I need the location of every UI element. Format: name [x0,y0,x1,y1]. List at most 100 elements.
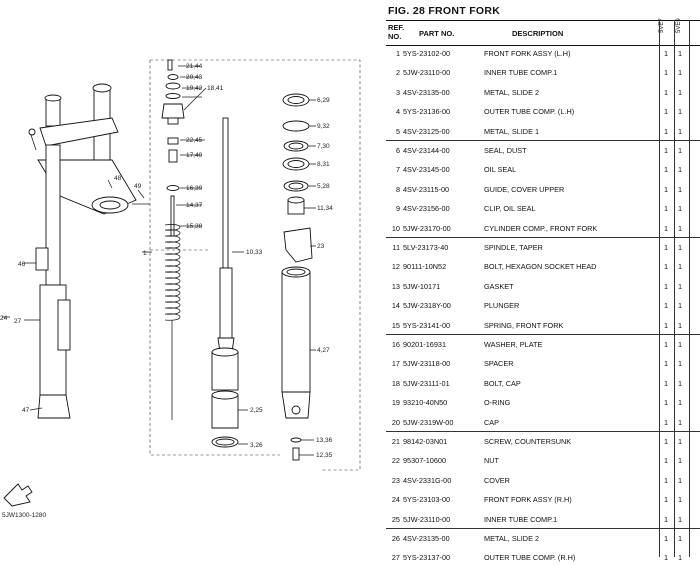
qty-cell-model-2: 1 [678,553,683,563]
qty-cell-model-1: 1 [664,107,669,117]
qty-cell-model-1: 1 [664,262,669,272]
qty-cell-model-1: 1 [664,378,669,388]
part-no-cell: 5JW-23110-00 [403,514,451,524]
ref-no-cell: 26 [391,534,400,543]
callout-label: 46 [18,261,26,268]
part-no-cell: 5JW-23111-01 [403,378,450,388]
callout-label: 9,32 [317,123,330,130]
qty-cell-model-1: 1 [664,495,669,505]
callout-label: 22,45 [186,137,203,144]
parts-list: FIG. 28 FRONT FORK REF. NO. PART NO. DES… [386,0,700,562]
qty-cell-model-2: 1 [678,184,683,194]
description-cell: CLIP, OIL SEAL [484,204,536,214]
qty-cell-model-1: 1 [664,204,669,214]
description-cell: SEAL, DUST [484,146,527,155]
qty-cell-model-1: 1 [664,456,669,466]
part-no-cell: 4SV-23145-00 [403,165,450,175]
ref-no-cell: 9 [395,204,400,214]
callout-label: 13,36 [316,437,333,444]
qty-cell-model-1: 1 [664,475,669,485]
ref-no-cell: 1 [395,49,400,58]
ref-no-cell: 22 [391,456,400,466]
description-cell: OUTER TUBE COMP. (L.H) [484,107,575,117]
qty-cell-model-2: 1 [678,359,683,369]
callout-label: 4,27 [317,347,330,354]
callout-label: 2,25 [250,407,263,414]
description-cell: SPACER [484,359,514,369]
qty-cell-model-1: 1 [664,184,669,194]
part-no-cell: 5JW-10171 [403,281,441,291]
outer-tube-parts-drawing [281,93,316,461]
part-no-cell: 4SV-23135-00 [403,87,450,97]
callout-label: 1 [143,250,147,257]
header-description: DESCRIPTION [512,29,564,38]
front-arrow-icon [3,483,33,507]
ref-no-cell: 19 [391,398,400,408]
part-no-cell: 4SV-23115-00 [403,184,450,194]
qty-cell-model-1: 1 [664,359,669,369]
qty-cell-model-1: 1 [664,243,669,252]
qty-cell-model-1: 1 [664,320,669,330]
ref-no-cell: 15 [391,320,400,330]
damper-parts-drawing [142,59,248,448]
ref-no-cell: 17 [391,359,400,369]
qty-cell-model-1: 1 [664,146,669,155]
qty-cell-model-2: 1 [678,301,683,311]
callout-label: 20,43 [186,74,203,81]
figure-title: FIG. 28 FRONT FORK [388,5,501,17]
qty-cell-model-1: 1 [664,68,669,78]
ref-no-cell: 11 [392,243,400,252]
qty-cell-model-1: 1 [664,301,669,311]
description-cell: COVER [484,475,510,485]
qty-cell-model-2: 1 [678,243,683,252]
callout-label: 17,40 [186,152,203,159]
part-no-cell: 4SV-23135-00 [403,534,450,543]
description-cell: OUTER TUBE COMP. (R.H) [484,553,576,563]
ref-no-cell: 16 [391,340,400,349]
part-no-cell: 95307-10600 [403,456,447,466]
description-cell: FRONT FORK ASSY (R.H) [484,495,572,505]
part-no-cell: 4SV-23125-00 [403,126,450,136]
qty-cell-model-1: 1 [664,398,669,408]
ref-no-cell: 2 [395,68,400,78]
callout-label: 6,29 [317,97,330,104]
qty-cell-model-2: 1 [678,146,683,155]
group-separator [386,237,700,238]
callout-label: 48 [114,175,122,182]
exploded-diagram: 21,44 20,43 19,42 18,41 22,45 17,40 16,3… [0,59,361,519]
callout-label: 24 [0,315,8,322]
callout-label: 18,41 [207,85,224,92]
part-no-cell: 5JW-2318Y-00 [403,301,451,311]
ref-no-cell: 14 [391,301,400,311]
callout-label: 21,44 [186,63,203,70]
ref-no-cell: 18 [391,378,400,388]
callout-label: 11,34 [317,205,333,212]
ref-no-cell: 20 [391,417,400,427]
callout-label: 8,31 [317,161,330,168]
qty-cell-model-2: 1 [678,378,683,388]
qty-cell-model-1: 1 [664,534,669,543]
qty-cell-model-2: 1 [678,87,683,97]
description-cell: SPINDLE, TAPER [484,243,543,252]
part-no-cell: 5JW-23110-00 [403,68,451,78]
part-no-cell: 93210-40N50 [403,398,448,408]
part-no-cell: 5YS-23137-00 [403,553,451,563]
part-no-cell: 5LV-23173-40 [403,243,449,252]
description-cell: CYLINDER COMP., FRONT FORK [484,223,598,233]
description-cell: FRONT FORK ASSY (L.H) [484,49,571,58]
qty-cell-model-2: 1 [678,475,683,485]
description-cell: SCREW, COUNTERSUNK [484,437,572,446]
part-no-cell: 5JW-2319W-00 [403,417,454,427]
